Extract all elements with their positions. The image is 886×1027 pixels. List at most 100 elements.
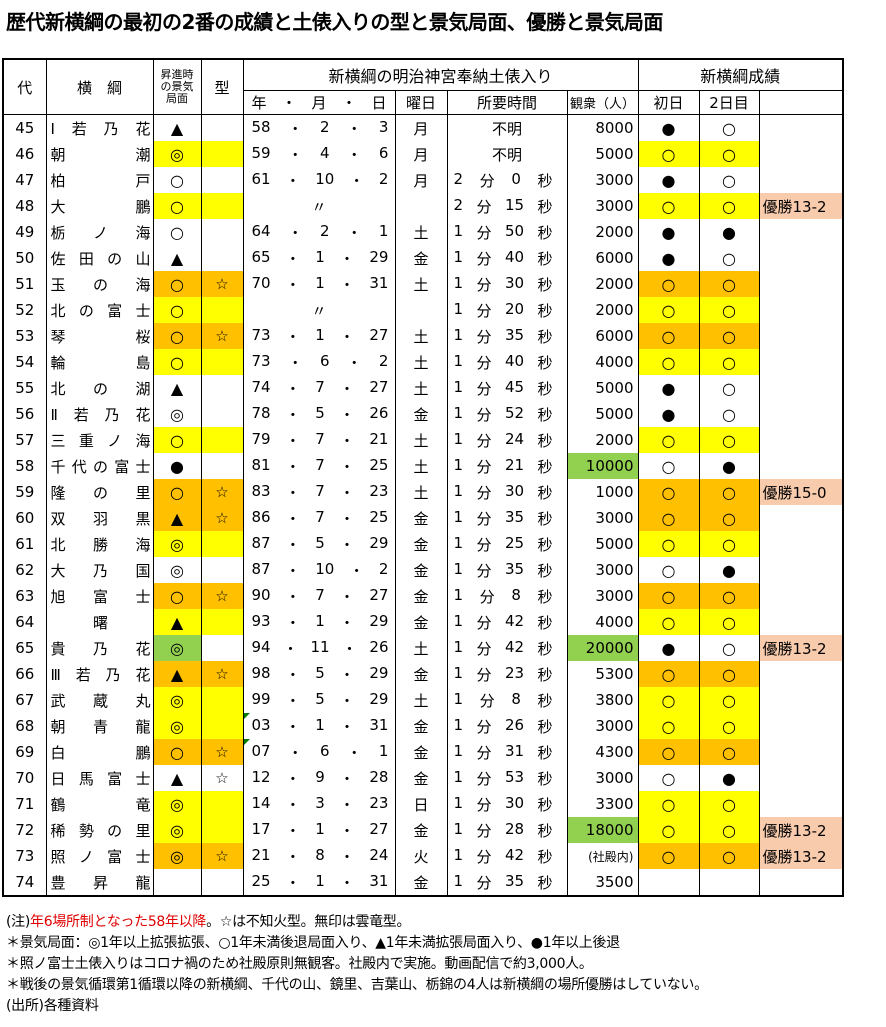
dot: ・	[285, 717, 301, 736]
yokozuna-name: 朝青龍	[50, 717, 151, 736]
day2-result: ○	[698, 349, 760, 375]
keiki-mark: ○	[152, 271, 202, 297]
dot: ・	[339, 431, 355, 450]
day1-result: ○	[637, 791, 700, 817]
time-text: 不明	[491, 145, 522, 164]
yokozuna-name: 貴乃花	[50, 639, 151, 658]
yokozuna-name: Ⅲ若乃花	[50, 665, 151, 684]
seconds: 21	[504, 455, 525, 474]
seconds: 53	[504, 767, 525, 786]
day1-result: ○	[637, 817, 700, 843]
dot: ・	[339, 483, 355, 502]
month: 1	[315, 871, 325, 890]
day1-result: ○	[637, 765, 700, 791]
day1-result	[637, 869, 700, 896]
day2-result: ○	[698, 375, 760, 401]
day: 29	[369, 689, 389, 708]
dot: ・	[285, 821, 301, 840]
kata-mark	[200, 245, 244, 271]
dot: ・	[339, 691, 355, 710]
youbi-cell: 土	[394, 349, 448, 375]
yokozuna-table: 代 横 綱 昇進時の景気局面 型 新横綱の明治神宮奉納土俵入り 新横綱成績 年 …	[2, 58, 844, 897]
keiki-mark: ◎	[152, 817, 202, 843]
dot: ・	[346, 743, 362, 762]
min-unit: 分	[476, 847, 492, 866]
keiki-mark: ○	[152, 167, 202, 193]
day1-result: ○	[637, 349, 700, 375]
min-unit: 分	[476, 613, 492, 632]
min-unit: 分	[476, 769, 492, 788]
yokozuna-name-cell: Ⅰ若乃花	[45, 114, 154, 141]
date-cell: 87・10・2	[242, 557, 396, 583]
day2-result: ○	[698, 843, 760, 869]
crowd-cell: 5300	[566, 661, 639, 687]
min-unit: 分	[476, 249, 492, 268]
min-unit: 分	[476, 405, 492, 424]
min-unit: 分	[476, 509, 492, 528]
yokozuna-name: 旭富士	[50, 587, 151, 606]
yusho-badge	[758, 375, 844, 401]
month: 7	[315, 585, 325, 604]
date-cell: 79・7・21	[242, 427, 396, 453]
seconds: 35	[504, 559, 525, 578]
yusho-badge	[758, 427, 844, 453]
dai-cell: 54	[2, 349, 47, 375]
dai-cell: 70	[2, 765, 47, 791]
year: 90	[251, 585, 271, 604]
yokozuna-name: 稀勢の里	[50, 821, 151, 840]
yokozuna-name: 曙	[92, 613, 108, 632]
date-cell: 〃	[242, 193, 396, 219]
yokozuna-name: 朝潮	[50, 145, 151, 164]
crowd-cell: 3000	[566, 713, 639, 739]
youbi-cell: 金	[394, 869, 448, 896]
seconds: 25	[504, 533, 525, 552]
crowd-cell: 2000	[566, 427, 639, 453]
dot: ・	[339, 769, 355, 788]
day: 28	[369, 767, 389, 786]
sec-unit: 秒	[537, 873, 553, 892]
crowd-cell: 5000	[566, 375, 639, 401]
yusho-badge	[758, 687, 844, 713]
date-cell: 74・7・27	[242, 375, 396, 401]
minutes: 1	[453, 403, 464, 422]
keiki-mark: ▲	[152, 505, 202, 531]
day1-result: ●	[637, 167, 700, 193]
dot: ・	[339, 873, 355, 892]
dot: ・	[285, 587, 301, 606]
yokozuna-name-cell: 武蔵丸	[45, 687, 154, 713]
youbi-cell: 月	[394, 141, 448, 167]
youbi-cell: 金	[394, 765, 448, 791]
sec-unit: 秒	[537, 223, 553, 242]
day2-result: ●	[698, 557, 760, 583]
sec-unit: 秒	[537, 821, 553, 840]
minutes: 1	[453, 715, 464, 734]
day1-result: ○	[637, 427, 700, 453]
date-cell: 81・7・25	[242, 453, 396, 479]
day2-result: ○	[698, 713, 760, 739]
minutes: 1	[453, 299, 464, 318]
kata-mark	[200, 193, 244, 219]
yokozuna-name-cell: 鶴竜	[45, 791, 154, 817]
day: 27	[369, 585, 389, 604]
dot: ・	[339, 717, 355, 736]
note-line: ＊戦後の景気循環第1循環以降の新横綱、千代の山、鏡里、吉葉山、栃錦の4人は新横綱…	[6, 977, 708, 993]
dot: ・	[339, 379, 355, 398]
day2-result: ○	[698, 505, 760, 531]
min-unit: 分	[476, 197, 492, 216]
yokozuna-name-cell: 北の富士	[45, 297, 154, 323]
youbi-cell: 土	[394, 479, 448, 505]
